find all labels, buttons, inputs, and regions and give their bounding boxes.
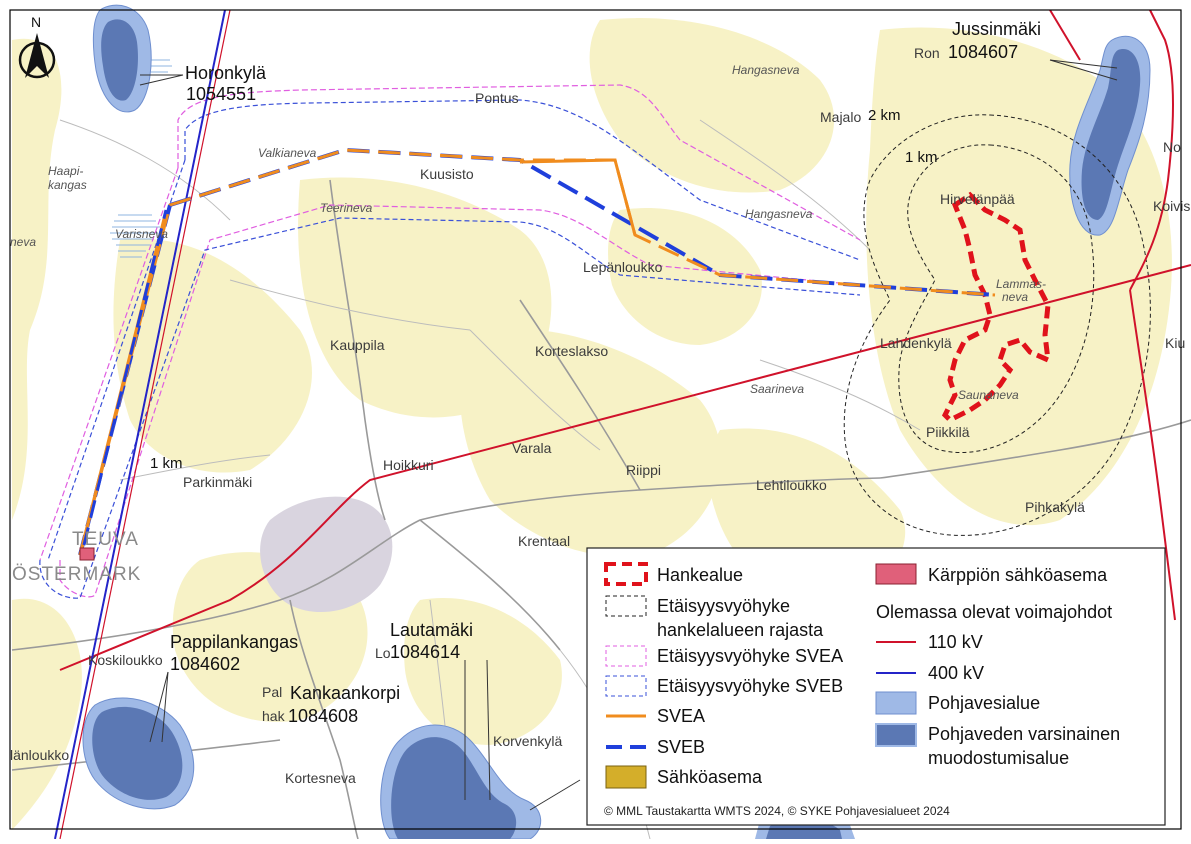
label-kiu: Kiu [1165, 335, 1185, 351]
line-110kv-paired [59, 9, 231, 840]
legend-swatch-hankealue [604, 562, 648, 586]
label-ostermark: ÖSTERMARK [12, 564, 141, 585]
label-haapikangas-2: kangas [48, 178, 87, 192]
line-110kv [59, 9, 1191, 671]
label-neva-left: neva [10, 235, 36, 249]
label-pontus: Pontus [475, 90, 519, 106]
label-pappilankangas-name: Pappilankangas [170, 632, 298, 652]
label-lamminneva-1: Lammas- [996, 277, 1046, 291]
legend-existing-lines-header: Olemassa olevat voimajohdot [876, 602, 1112, 622]
label-hak: hak [262, 708, 286, 724]
label-valkianeva: Valkianeva [258, 146, 317, 160]
legend-swatch-zone-sveb [605, 675, 647, 697]
hankealue-boundary [941, 191, 1052, 424]
label-krentaal: Krentaal [518, 533, 570, 549]
label-piikkila: Piikkilä [926, 424, 970, 440]
label-haapikangas-1: Haapi- [48, 164, 83, 178]
distance-labels: 2 km 1 km 1 km [150, 107, 938, 472]
legend-label-pohjavesi: Pohjavesialue [928, 693, 1040, 713]
label-korvenkyla: Korvenkylä [493, 733, 562, 749]
legend-label-zone-svea: Etäisyysvyöhyke SVEA [657, 646, 843, 666]
label-hangasneva-mid: Hangasneva [745, 207, 813, 221]
legend-swatch-sahkoasema [605, 765, 647, 789]
label-kauppila: Kauppila [330, 337, 385, 353]
route-sveb-parallel [82, 209, 168, 546]
map-border [9, 9, 1182, 830]
label-horonkyla-name: Horonkylä [185, 63, 267, 83]
label-kortesneva: Kortesneva [285, 770, 356, 786]
label-hangasneva-top: Hangasneva [732, 63, 800, 77]
legend-swatch-pohjavesi [875, 691, 917, 715]
label-lamminneva-2: neva [1002, 290, 1028, 304]
label-pappilankangas-id: 1084602 [170, 654, 240, 674]
label-kankaankorpi-id: 1084608 [288, 706, 358, 726]
legend: Hankealue Etäisyysvyöhyke hankelalueen r… [586, 547, 1166, 826]
label-lahdenkyla: Lahdenkylä [880, 335, 952, 351]
legend-box [586, 547, 1166, 826]
label-riippi: Riippi [626, 462, 661, 478]
legend-label-zone-sveb: Etäisyysvyöhyke SVEB [657, 676, 843, 696]
label-teuva: TEUVA [72, 529, 139, 550]
label-hirvelanpaa: Hirvelänpää [940, 191, 1015, 207]
label-koskiloukko: Koskiloukko [88, 652, 163, 668]
legend-label-zone-hanke: Etäisyysvyöhyke [657, 596, 790, 616]
place-labels: Hangasneva Ron Pontus Majalo Haapi- kang… [10, 45, 1190, 786]
label-korteslakso: Korteslakso [535, 343, 608, 359]
label-pihkakyla: Pihkakylä [1025, 499, 1085, 515]
north-arrow: N [18, 14, 56, 79]
legend-swatch-zone-svea [605, 645, 647, 667]
legend-swatch-core [875, 723, 917, 747]
legend-label-core-2: muodostumisalue [928, 748, 1069, 768]
label-varala: Varala [512, 440, 552, 456]
legend-label-zone-hanke-2: hankelalueen rajasta [657, 620, 824, 640]
label-jussinmaki-name: Jussinmäki [952, 19, 1041, 39]
label-ron: Ron [914, 45, 940, 61]
label-zone-1km: 1 km [905, 149, 938, 166]
legend-label-sahkoasema: Sähköasema [657, 767, 763, 787]
label-kuusisto: Kuusisto [420, 166, 474, 182]
label-koivis: Koivis [1153, 198, 1190, 214]
label-no: No [1163, 139, 1181, 155]
label-saunaneva: Saunaneva [958, 388, 1019, 402]
urban-area [260, 496, 393, 613]
label-lo: Lo [375, 645, 391, 661]
groundwater-areas [82, 4, 1151, 840]
line-400kv [54, 9, 226, 840]
legend-label-110kv: 110 kV [928, 632, 983, 652]
label-teerineva: Teerineva [320, 201, 373, 215]
svg-text:N: N [31, 14, 41, 30]
label-lanloukko: länloukko [10, 747, 69, 763]
label-pal: Pal [262, 684, 282, 700]
legend-label-hankealue: Hankealue [657, 565, 743, 585]
town-labels: TEUVA ÖSTERMARK [12, 529, 141, 585]
label-varisneva: Varisneva [115, 227, 168, 241]
legend-label-core: Pohjaveden varsinainen [928, 724, 1120, 744]
label-hoikkuri: Hoikkuri [383, 457, 434, 473]
label-lautamaki-id: 1084614 [390, 642, 460, 662]
label-saarineva: Saarineva [750, 382, 804, 396]
label-majalo: Majalo [820, 109, 861, 125]
label-horonkyla-id: 1054551 [186, 84, 256, 104]
groundwater-labels: Horonkylä 1054551 Jussinmäki 1084607 Pap… [139, 19, 1118, 811]
legend-credit: © MML Taustakartta WMTS 2024, © SYKE Poh… [604, 804, 950, 818]
label-svea-1km: 1 km [150, 455, 183, 472]
legend-swatch-zone-hanke [605, 595, 647, 617]
legend-label-sveb: SVEB [657, 737, 705, 757]
label-lautamaki-name: Lautamäki [390, 620, 473, 640]
zone-svea [39, 84, 861, 598]
zone-hanke [843, 114, 1151, 536]
label-lepanloukko: Lepänloukko [583, 259, 663, 275]
label-kankaankorpi-name: Kankaankorpi [290, 683, 400, 703]
label-jussinmaki-id: 1084607 [948, 42, 1018, 62]
label-zone-2km: 2 km [868, 107, 901, 124]
legend-swatch-substation [875, 563, 917, 585]
legend-label-substation: Kärppiön sähköasema [928, 565, 1108, 585]
label-parkinmaki: Parkinmäki [183, 474, 252, 490]
substation-karppio [79, 547, 95, 561]
legend-label-svea: SVEA [657, 706, 705, 726]
label-lehtiloukko: Lehtiloukko [756, 477, 827, 493]
legend-label-400kv: 400 kV [928, 663, 984, 683]
